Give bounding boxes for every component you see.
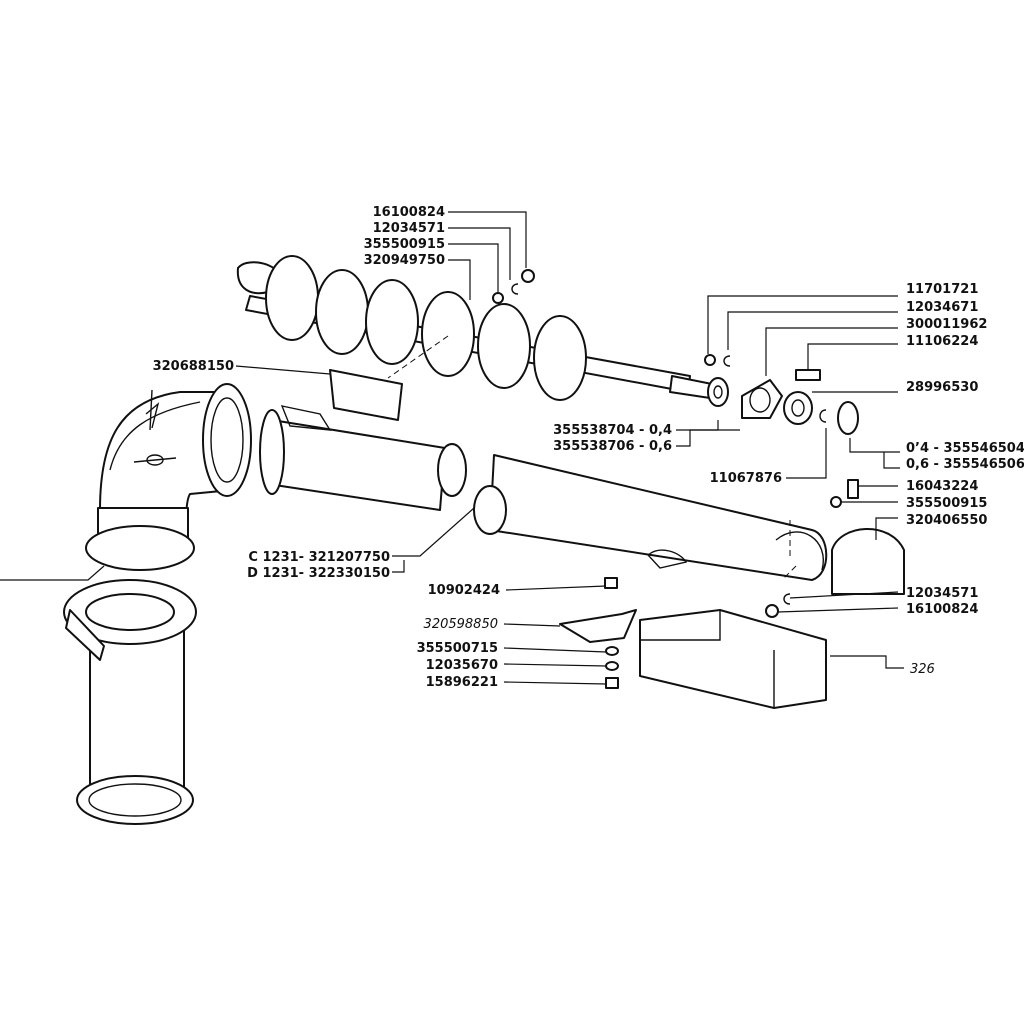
label-15896221: 15896221 — [426, 675, 498, 690]
label-355538706: 355538706 - 0,6 — [553, 439, 672, 454]
elbow-pipe — [85, 383, 252, 571]
label-320406550: 320406550 — [906, 513, 987, 528]
label-28996530: 28996530 — [906, 380, 978, 395]
label-10902424: 10902424 — [428, 583, 500, 598]
label-355500915-top: 355500915 — [364, 237, 445, 252]
upper-auger-tube — [259, 405, 467, 511]
top-hardware — [492, 269, 535, 304]
vertical-tube — [63, 579, 197, 825]
label-16100824-bottom: 16100824 — [906, 602, 978, 617]
label-355500915-right: 355500915 — [906, 496, 987, 511]
trough — [639, 609, 827, 709]
label-11701721: 11701721 — [906, 282, 978, 297]
label-12034571-top: 12034571 — [373, 221, 445, 236]
label-355546504: 0’4 - 355546504 — [906, 441, 1024, 456]
lower-auger-tube — [473, 454, 828, 581]
label-16043224: 16043224 — [906, 479, 978, 494]
label-321207750: C 1231- 321207750 — [248, 550, 390, 565]
cover-plate — [329, 369, 403, 421]
label-16100824-top: 16100824 — [373, 205, 445, 220]
label-11067876: 11067876 — [710, 471, 782, 486]
bearing-assembly — [704, 354, 859, 435]
auger-screw — [236, 255, 713, 401]
label-12034571-bottom: 12034571 — [906, 586, 978, 601]
label-326: 326 — [910, 662, 935, 677]
end-cap — [831, 528, 905, 595]
label-12035670: 12035670 — [426, 658, 498, 673]
bracket-hardware — [559, 479, 859, 689]
label-320949750: 320949750 — [364, 253, 445, 268]
leader-lines — [0, 211, 904, 685]
label-11106224: 11106224 — [906, 334, 978, 349]
label-320688150: 320688150 — [153, 359, 234, 374]
label-355538704: 355538704 - 0,4 — [553, 423, 672, 438]
part-labels: 16100824 12034571 355500915 320949750 11… — [153, 205, 1024, 690]
label-355500715: 355500715 — [417, 641, 498, 656]
label-355546506: 0,6 - 355546506 — [906, 457, 1024, 472]
label-320598850: 320598850 — [424, 617, 498, 632]
label-300011962: 300011962 — [906, 317, 987, 332]
label-322330150: D 1231- 322330150 — [247, 566, 390, 581]
label-12034671: 12034671 — [906, 300, 978, 315]
